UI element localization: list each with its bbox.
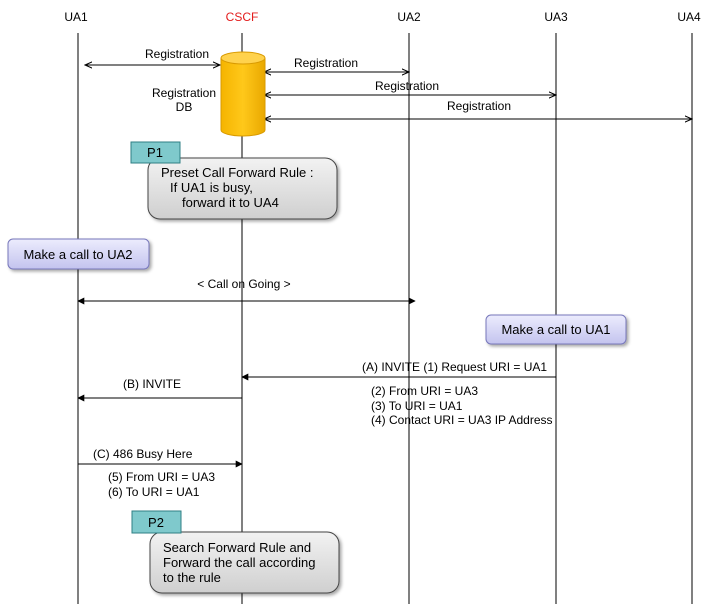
registration-db-cylinder xyxy=(220,51,266,137)
tag-p1: P1 xyxy=(130,141,181,164)
tag-p1-label: P1 xyxy=(147,145,163,160)
registration-db-label-2: DB xyxy=(176,100,193,114)
note-p2-line3: to the rule xyxy=(163,570,221,585)
note-p1-line1: Preset Call Forward Rule : xyxy=(161,165,313,180)
invite-a-label: (A) INVITE (1) Request URI = UA1 xyxy=(362,360,547,374)
note-p1-line2: If UA1 is busy, xyxy=(170,180,253,195)
note-p1-line3: forward it to UA4 xyxy=(182,195,279,210)
participant-ua4-label: UA4 xyxy=(677,10,701,24)
tag-p2: P2 xyxy=(131,510,182,534)
participant-ua1-label: UA1 xyxy=(64,10,88,24)
action-ua1-label: Make a call to UA2 xyxy=(23,247,132,262)
invite-a-contact: (4) Contact URI = UA3 IP Address xyxy=(371,413,553,427)
registration-label-ua1: Registration xyxy=(145,47,209,61)
registration-db-label: Registration xyxy=(152,86,216,100)
busy-c-to: (6) To URI = UA1 xyxy=(108,485,200,499)
invite-a-to: (3) To URI = UA1 xyxy=(371,399,463,413)
action-ua3-make-call: Make a call to UA1 xyxy=(485,314,627,345)
busy-c-label: (C) 486 Busy Here xyxy=(93,447,193,461)
participant-ua3-label: UA3 xyxy=(544,10,568,24)
busy-c-from: (5) From URI = UA3 xyxy=(108,470,215,484)
note-p2: Search Forward Rule and Forward the call… xyxy=(149,531,340,594)
call-on-going-label: < Call on Going > xyxy=(197,277,290,291)
note-p1: Preset Call Forward Rule : If UA1 is bus… xyxy=(147,157,338,220)
participant-cscf-label: CSCF xyxy=(226,10,259,24)
invite-b-label: (B) INVITE xyxy=(123,377,181,391)
action-ua3-label: Make a call to UA1 xyxy=(501,322,610,337)
registration-label-ua3: Registration xyxy=(375,79,439,93)
registration-label-ua2: Registration xyxy=(294,56,358,70)
tag-p2-label: P2 xyxy=(148,515,164,530)
action-ua1-make-call: Make a call to UA2 xyxy=(7,238,150,270)
note-p2-line2: Forward the call according xyxy=(163,555,315,570)
registration-label-ua4: Registration xyxy=(447,99,511,113)
note-p2-line1: Search Forward Rule and xyxy=(163,540,311,555)
participant-ua2-label: UA2 xyxy=(397,10,421,24)
invite-a-from: (2) From URI = UA3 xyxy=(371,384,478,398)
